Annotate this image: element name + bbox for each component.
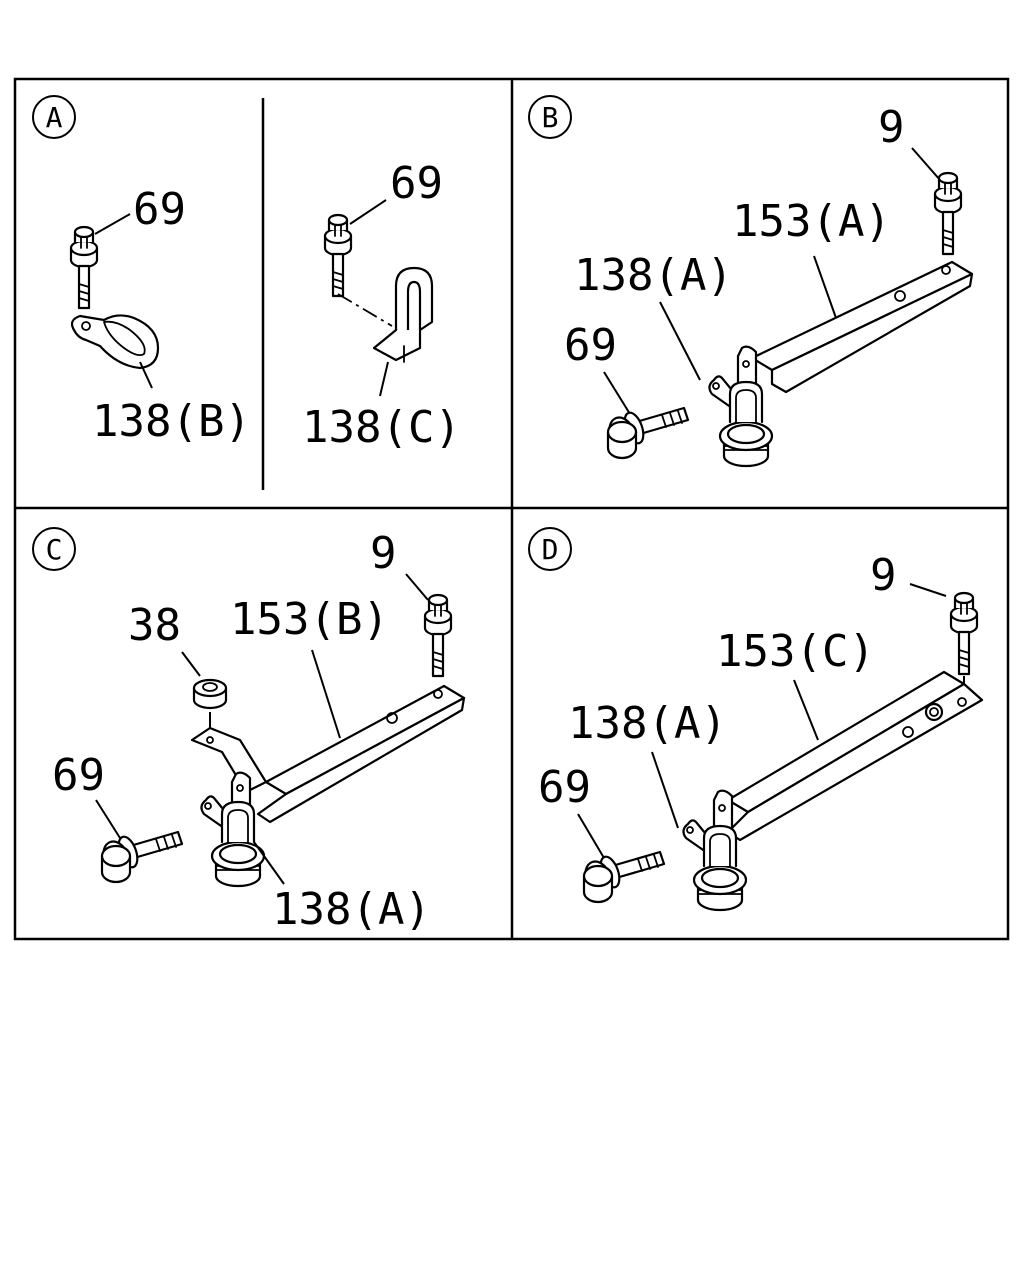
leader-138a-d (651, 751, 679, 829)
bolt-69-d-icon (579, 850, 666, 904)
label-69-b: 69 (564, 320, 617, 371)
panel-d: D 9 153(C) 138(A) 69 (528, 527, 984, 912)
panel-d-circle (528, 527, 572, 571)
bolt-69-right-icon (323, 213, 353, 298)
label-153c: 153(C) (716, 626, 875, 677)
label-69-c: 69 (52, 750, 105, 801)
panel-c-letter: C (46, 533, 63, 566)
bolt-9-c-icon (423, 593, 453, 678)
clamp-138a-c-icon (200, 795, 266, 888)
bolt-9-b-icon (933, 171, 963, 256)
leader-138b (139, 361, 153, 389)
label-69-d: 69 (538, 762, 591, 813)
leader-9-b (911, 147, 941, 181)
label-69-left: 69 (133, 184, 186, 235)
clamp-138a-b-icon (708, 375, 774, 468)
label-69-right: 69 (390, 158, 443, 209)
leader-138c (379, 361, 389, 397)
leader-153b (311, 649, 341, 739)
panel-c: C 9 38 153(B) 138(A) 69 (32, 527, 466, 935)
panel-b-circle (528, 95, 572, 139)
leader-69-b (603, 371, 631, 415)
leader-69-left (94, 213, 131, 235)
bracket-153b-icon (190, 684, 466, 824)
bolt-69-icon (69, 225, 99, 310)
leader-9-c (405, 573, 429, 601)
label-138a-d: 138(A) (568, 698, 727, 749)
leader-153c (793, 679, 819, 741)
label-153b: 153(B) (230, 594, 389, 645)
panel-d-letter: D (542, 533, 559, 566)
bolt-69-b-icon (603, 406, 690, 460)
label-138b: 138(B) (92, 396, 251, 447)
label-138c: 138(C) (302, 402, 461, 453)
panel-a-letter: A (46, 101, 63, 134)
label-138a-b: 138(A) (574, 250, 733, 301)
alignment-line-138c (337, 293, 393, 327)
panel-b-letter: B (542, 101, 559, 134)
bolt-9-d-icon (949, 591, 979, 676)
leader-9-d (909, 583, 947, 597)
label-38: 38 (128, 600, 181, 651)
panel-a-circle (32, 95, 76, 139)
leader-153a (813, 255, 837, 319)
panel-c-circle (32, 527, 76, 571)
label-153a: 153(A) (732, 196, 891, 247)
panel-b: B 9 153(A) 138(A) 69 (528, 95, 974, 468)
leader-138a-c (253, 841, 285, 885)
nut-38-icon (192, 678, 228, 736)
leader-69-d (577, 813, 605, 859)
bracket-153a-icon (736, 260, 974, 400)
clip-138c-icon (372, 266, 434, 363)
leader-69-c (95, 799, 121, 839)
label-9-d: 9 (870, 550, 897, 601)
clamp-138b-icon (70, 314, 160, 370)
bolt-69-c-icon (97, 830, 184, 884)
leader-69-right (349, 199, 387, 225)
label-138a-c: 138(A) (272, 884, 431, 935)
label-9-c: 9 (370, 528, 397, 579)
leader-38 (181, 651, 201, 677)
bracket-153c-icon (712, 670, 984, 842)
panel-a: A 69 138(B) 69 138(C) (32, 95, 461, 453)
label-9-b: 9 (878, 102, 905, 153)
leader-138a-b (659, 301, 701, 381)
